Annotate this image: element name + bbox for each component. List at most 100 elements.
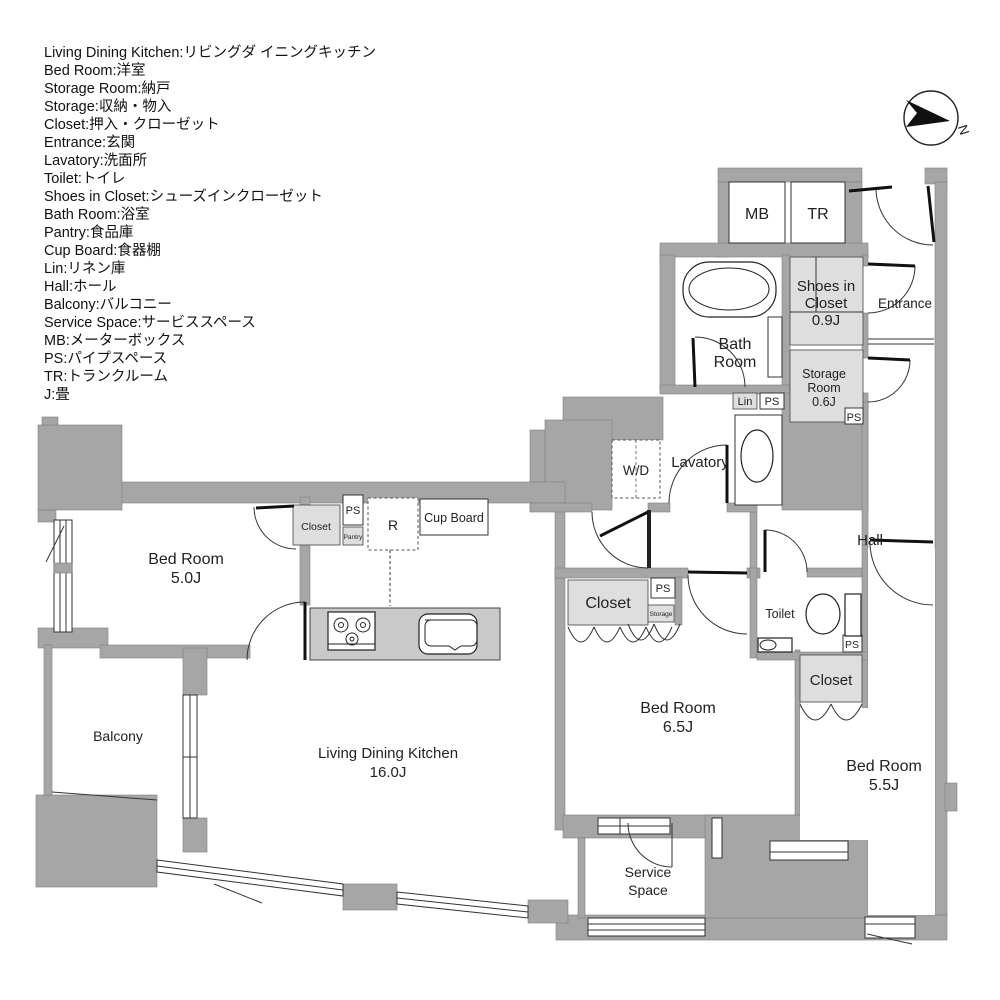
legend-line: J:畳 bbox=[44, 387, 70, 403]
shoes-closet-label: Shoes in bbox=[797, 278, 855, 295]
legend-line: Balcony:バルコニー bbox=[44, 297, 172, 313]
bed5-window bbox=[53, 519, 73, 633]
refrigerator-label: R bbox=[388, 517, 398, 533]
toilet-label: Toilet bbox=[765, 607, 795, 621]
svg-text:Room: Room bbox=[807, 381, 840, 395]
service-space-label: Service bbox=[625, 864, 672, 880]
tr-box bbox=[790, 181, 846, 244]
bed65-closet-folding-door bbox=[567, 626, 673, 643]
legend-line: Lavatory:洗面所 bbox=[44, 153, 148, 169]
bathtub-icon bbox=[682, 261, 777, 318]
utility-boxes bbox=[342, 181, 864, 653]
svg-text:Space: Space bbox=[628, 882, 668, 898]
cup-board-box bbox=[419, 498, 489, 536]
ps-label: PS bbox=[765, 396, 780, 408]
bed65-label: Bed Room bbox=[640, 700, 716, 717]
lavatory-label: Lavatory bbox=[671, 454, 729, 471]
toilet-tank-icon bbox=[844, 593, 862, 637]
entrance-door bbox=[848, 185, 893, 193]
bed55-closet-folding-door bbox=[799, 703, 863, 721]
bed65-door bbox=[687, 570, 748, 575]
ldk-hall-partition bbox=[647, 510, 651, 568]
bathroom-door bbox=[691, 337, 697, 388]
legend-line: Closet:押入・クローゼット bbox=[44, 117, 220, 133]
bed55-label: Bed Room bbox=[846, 758, 922, 775]
washer-dryer-label: W/D bbox=[623, 463, 649, 478]
svg-text:Closet: Closet bbox=[805, 295, 848, 312]
legend-line: MB:メーターボックス bbox=[44, 333, 186, 349]
entrance-label: Entrance bbox=[878, 296, 932, 311]
bed5-label: Bed Room bbox=[148, 551, 224, 568]
service-bottom-window bbox=[587, 917, 706, 937]
ps-label: PS bbox=[845, 639, 859, 651]
legend: Living Dining Kitchen:リビングダ イニングキッチン Bed … bbox=[44, 44, 376, 404]
ps-label: PS bbox=[346, 505, 361, 517]
legend-line: TR:トランクルーム bbox=[44, 369, 168, 385]
legend-line: Service Space:サービススペース bbox=[44, 315, 256, 331]
bed5-closet-door bbox=[255, 504, 295, 510]
pantry-box bbox=[342, 526, 364, 546]
storage-small-label: Storage bbox=[650, 611, 673, 618]
storage-small-box bbox=[647, 604, 675, 623]
storage-room-label: Storage bbox=[802, 367, 846, 381]
legend-line: Cup Board:食器棚 bbox=[44, 243, 161, 259]
ps-label: PS bbox=[656, 583, 671, 595]
bed65-closet bbox=[567, 579, 649, 626]
mb-box bbox=[728, 181, 786, 244]
north-label: N bbox=[955, 123, 972, 137]
shoes-in-closet-room bbox=[789, 256, 864, 346]
legend-line: Lin:リネン庫 bbox=[44, 261, 126, 277]
storage-folding-door bbox=[627, 623, 681, 641]
cup-board-label: Cup Board bbox=[424, 511, 484, 525]
legend-line: Bath Room:浴室 bbox=[44, 207, 150, 223]
balcony-label: Balcony bbox=[93, 728, 143, 744]
linen-label: Lin bbox=[738, 396, 753, 408]
legend-line: Storage Room:納戸 bbox=[44, 81, 171, 97]
storage-room-door bbox=[867, 356, 911, 362]
legend-line: Shoes in Closet:シューズインクローゼット bbox=[44, 189, 323, 205]
mb-label: MB bbox=[745, 206, 769, 223]
bed55-size: 5.5J bbox=[869, 777, 899, 794]
toilet-sink-icon bbox=[757, 637, 793, 653]
legend-line: Pantry:食品庫 bbox=[44, 225, 134, 241]
doors-layer bbox=[246, 185, 936, 868]
toilet-bowl-icon bbox=[805, 593, 841, 635]
bed55-door bbox=[869, 538, 934, 544]
bed5-closet bbox=[292, 504, 341, 546]
bed55-closet-label: Closet bbox=[810, 672, 853, 689]
legend-line: Storage:収納・物入 bbox=[44, 99, 172, 115]
ldk-size: 16.0J bbox=[370, 764, 407, 781]
bath-shelf bbox=[767, 316, 783, 378]
labels-layer: MB TR Entrance Shoes in Closet 0.9J Stor… bbox=[93, 206, 932, 898]
legend-line: Entrance:玄関 bbox=[44, 135, 136, 151]
tr-label: TR bbox=[807, 206, 828, 223]
bed55-side-window bbox=[769, 840, 849, 861]
legend-line: Living Dining Kitchen:リビングダ イニングキッチン bbox=[44, 45, 376, 61]
ps-box-bath bbox=[759, 392, 785, 410]
legend-line: Toilet:トイレ bbox=[44, 171, 126, 187]
fixtures-layer bbox=[309, 261, 862, 661]
bed55-closet bbox=[799, 654, 863, 703]
ldk-door bbox=[599, 510, 649, 538]
ps-box-bed65 bbox=[650, 577, 676, 599]
legend-line: Hall:ホール bbox=[44, 279, 117, 295]
ps-label: PS bbox=[847, 412, 862, 424]
legend-line: PS:パイプスペース bbox=[44, 351, 168, 367]
bed5-size: 5.0J bbox=[171, 570, 201, 587]
washbasin-icon bbox=[740, 429, 774, 483]
room-patches bbox=[800, 548, 935, 915]
bed65-closet-label: Closet bbox=[585, 595, 631, 612]
storage-room-size: 0.6J bbox=[812, 395, 836, 409]
legend-line: Bed Room:洋室 bbox=[44, 63, 146, 79]
bed65-size: 6.5J bbox=[663, 719, 693, 736]
corner-slot-window bbox=[711, 817, 723, 859]
north-arrow-icon: N bbox=[903, 90, 972, 146]
ps-box-kitchen bbox=[342, 494, 364, 526]
shoes-closet-door bbox=[867, 262, 916, 268]
svg-text:Room: Room bbox=[714, 354, 757, 371]
ps-box-entrance bbox=[844, 407, 864, 425]
bed5-closet-label: Closet bbox=[301, 521, 331, 533]
linen-box bbox=[732, 392, 758, 410]
